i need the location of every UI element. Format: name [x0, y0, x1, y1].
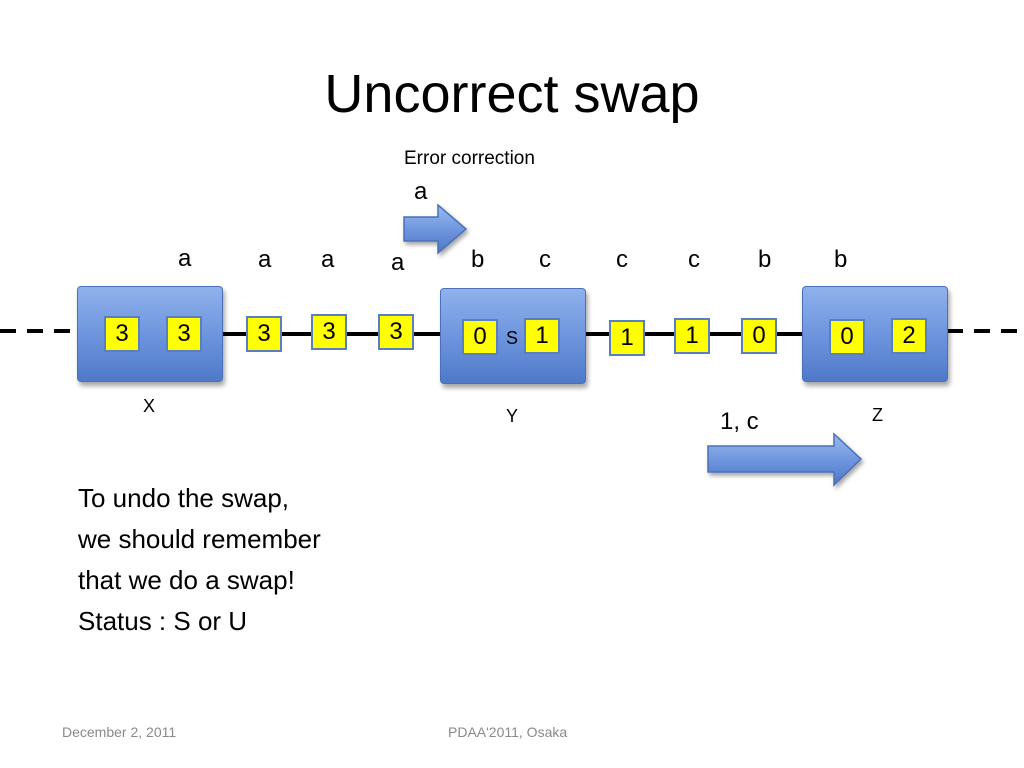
token: 0 [462, 319, 498, 355]
token: 0 [829, 319, 865, 355]
error-message-letter: a [414, 178, 428, 205]
token: 3 [378, 314, 414, 350]
footer-venue: PDAA'2011, Osaka [448, 724, 568, 740]
ring-letter: c [616, 246, 628, 273]
ring-letter: a [178, 245, 192, 272]
message-label: 1, c [720, 408, 759, 435]
token: 1 [609, 320, 645, 356]
token: 1 [524, 318, 560, 354]
token: 3 [104, 316, 140, 352]
body-line: we should remember [78, 524, 321, 554]
token: 3 [311, 314, 347, 350]
slide-title: Uncorrect swap [324, 64, 700, 124]
error-correction-label: Error correction [404, 148, 535, 169]
token: 3 [246, 316, 282, 352]
token: 0 [741, 318, 777, 354]
ring-letter: a [321, 246, 335, 273]
status-label: S [506, 328, 519, 348]
body-line: that we do a swap! [78, 565, 295, 595]
ring-letter: b [834, 246, 848, 273]
node-label-x: X [143, 396, 156, 416]
ring-letter: c [539, 246, 551, 273]
ring-letter: b [471, 246, 485, 273]
ring-letter: a [258, 246, 272, 273]
body-text: To undo the swap, we should remember tha… [78, 478, 321, 642]
footer-date: December 2, 2011 [62, 724, 177, 740]
ring-letter: a [391, 249, 405, 276]
ring-letter: c [688, 246, 700, 273]
error-correction-arrow-icon [403, 203, 468, 255]
token: 3 [166, 316, 202, 352]
node-label-z: Z [872, 405, 883, 425]
token: 2 [891, 318, 927, 354]
body-line: Status : S or U [78, 606, 248, 636]
message-arrow-icon [707, 432, 863, 487]
node-label-y: Y [506, 406, 519, 426]
token: 1 [674, 318, 710, 354]
ring-letter: b [758, 246, 772, 273]
body-line: To undo the swap, [78, 483, 290, 513]
